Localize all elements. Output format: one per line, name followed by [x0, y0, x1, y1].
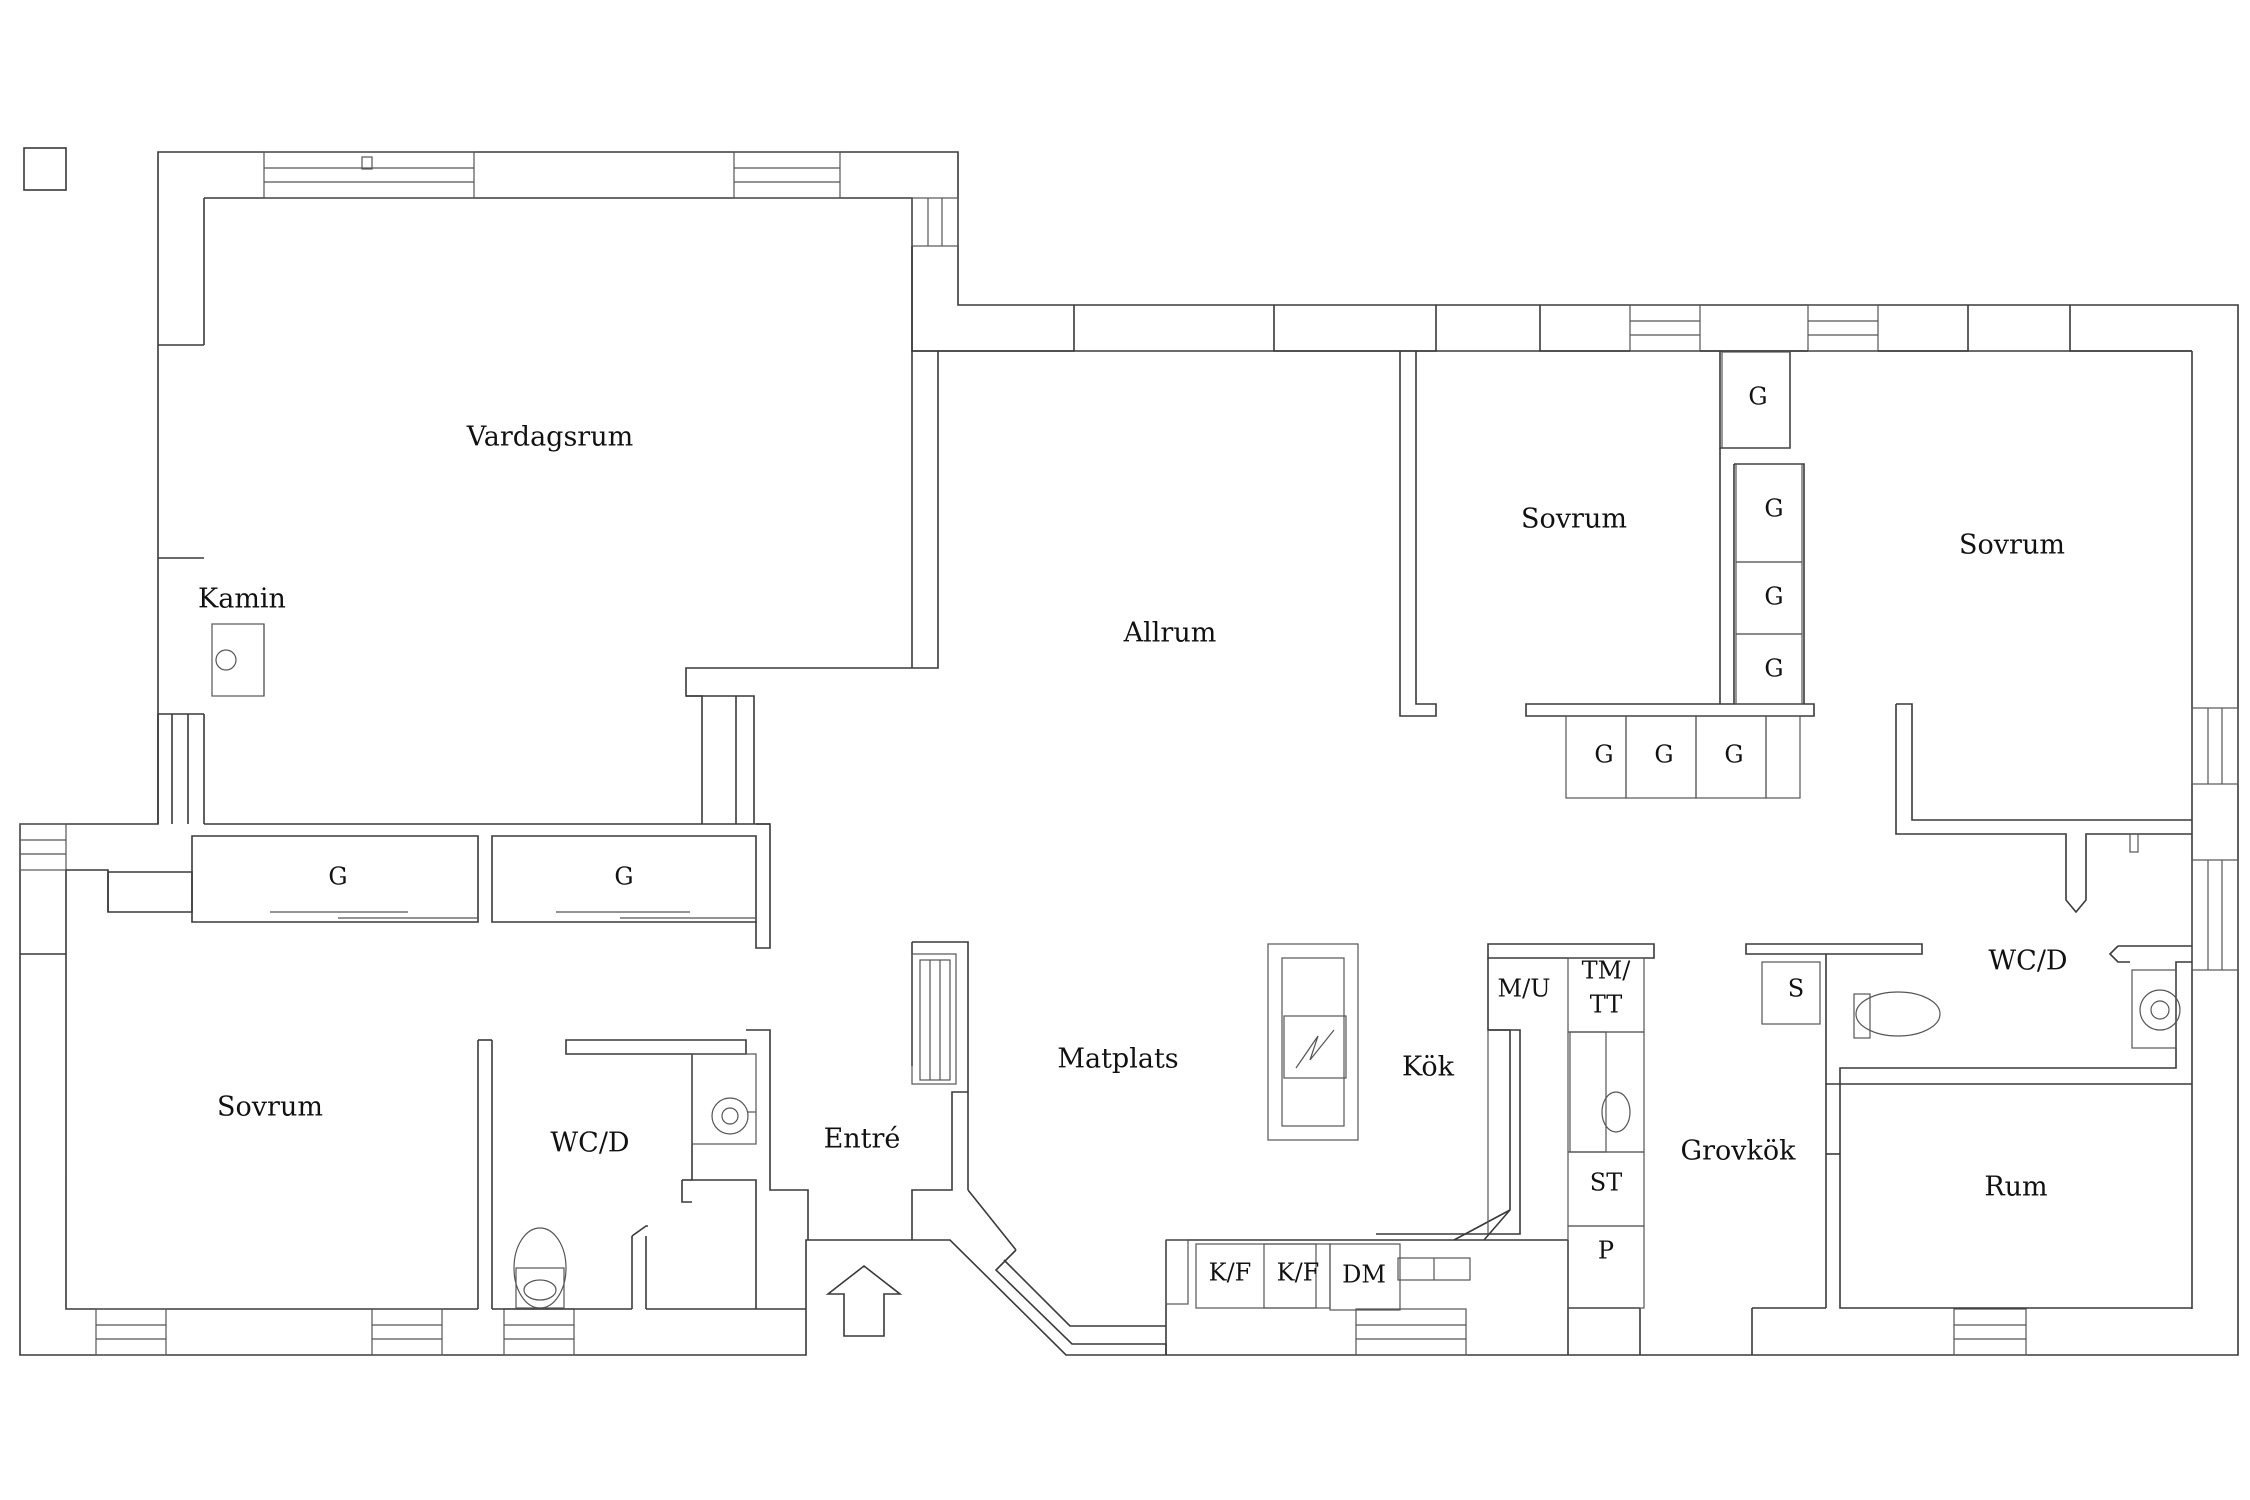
storage-label-g: G — [1594, 741, 1613, 769]
room-label-wc-d-left: WC/D — [550, 1128, 629, 1159]
room-label-entre: Entré — [824, 1124, 901, 1155]
storage-label-g: G — [1748, 383, 1767, 411]
corner-marker — [23, 147, 67, 191]
appliance-label-p: P — [1598, 1237, 1614, 1265]
storage-label-g: G — [328, 863, 347, 891]
appliance-label-tm-tt: TT — [1590, 991, 1622, 1019]
room-label-matplats: Matplats — [1057, 1044, 1178, 1075]
storage-cabinets — [270, 351, 1803, 919]
room-label-sovrum-1: Sovrum — [1521, 504, 1627, 535]
storage-label-g: G — [1724, 741, 1743, 769]
room-label-allrum: Allrum — [1123, 618, 1217, 649]
room-label-grovkok: Grovkök — [1681, 1136, 1797, 1167]
appliance-label-m-u: M/U — [1498, 975, 1551, 1003]
room-label-sovrum-2: Sovrum — [1959, 530, 2065, 561]
room-label-kok: Kök — [1402, 1052, 1455, 1083]
appliance-label-kf: K/F — [1209, 1259, 1252, 1287]
interior-walls — [20, 246, 2192, 1355]
storage-label-g: G — [1764, 583, 1783, 611]
room-label-kamin: Kamin — [198, 584, 286, 615]
storage-label-g: G — [1764, 655, 1783, 683]
storage-label-g: G — [1764, 495, 1783, 523]
room-label-sovrum-3: Sovrum — [217, 1092, 323, 1123]
room-label-vardagsrum: Vardagsrum — [466, 422, 633, 453]
appliance-label-tm-tt: TM/ — [1582, 957, 1632, 985]
appliance-label-dm: DM — [1342, 1261, 1386, 1289]
storage-label-g: G — [614, 863, 633, 891]
fixtures — [211, 623, 2181, 1311]
entrance-arrow-icon — [825, 1264, 903, 1337]
appliance-label-st: ST — [1590, 1169, 1622, 1197]
storage-label-s: S — [1788, 975, 1804, 1003]
windows — [19, 151, 2239, 1356]
storage-label-g: G — [1654, 741, 1673, 769]
appliance-label-kf: K/F — [1277, 1259, 1320, 1287]
room-label-rum: Rum — [1984, 1172, 2047, 1203]
room-label-wc-d-right: WC/D — [1988, 946, 2067, 977]
outer-walls — [19, 151, 2239, 1356]
